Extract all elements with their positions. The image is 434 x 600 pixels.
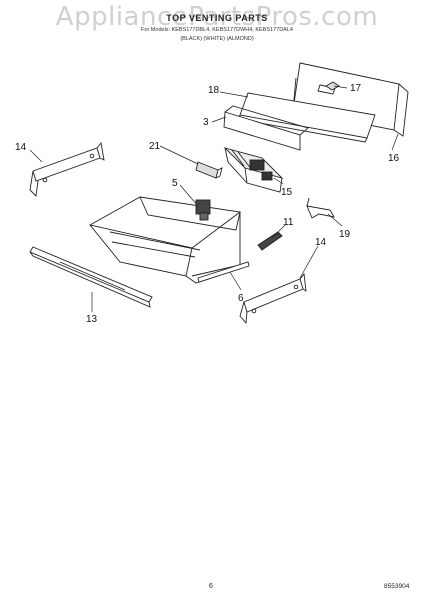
callout-15: 15: [281, 187, 293, 198]
part-6-front-strip: [197, 261, 250, 283]
document-code: 8553904: [384, 583, 410, 590]
page-number: 6: [209, 583, 213, 590]
callout-16: 16: [388, 153, 400, 164]
callout-17: 17: [350, 83, 362, 94]
callout-labels: 18 17 3 14 21 5 16 15 11 19 14 6 13: [15, 83, 400, 325]
callout-19: 19: [339, 229, 351, 240]
colors-line: (BLACK) (WHITE) (ALMOND): [180, 36, 254, 42]
leader-lines: [29, 85, 399, 312]
callout-18: 18: [208, 85, 220, 96]
part-14-right-bracket: [239, 272, 307, 325]
part-15-motor-assembly: [223, 147, 284, 193]
callout-5: 5: [172, 178, 178, 189]
models-line: For Models: KEBS177DBL4, KEBS177DWH4, KE…: [141, 27, 293, 33]
part-3-bracket: [223, 105, 309, 151]
part-5-duct-assembly: [88, 196, 243, 284]
callout-11: 11: [283, 217, 294, 228]
part-14-left-bracket: [29, 141, 105, 197]
part-21-block: [195, 161, 223, 179]
callout-14-left: 14: [15, 142, 27, 153]
callout-3: 3: [203, 117, 209, 128]
part-17-clip: [325, 81, 340, 91]
callout-6: 6: [238, 293, 244, 304]
diagram-title: TOP VENTING PARTS: [166, 13, 268, 23]
part-11-connector: [257, 231, 283, 251]
part-19-bracket: [306, 197, 335, 219]
callout-13: 13: [86, 314, 98, 325]
callout-14-right: 14: [315, 237, 327, 248]
part-13-front-rail: [29, 246, 153, 308]
callout-21: 21: [149, 141, 161, 152]
